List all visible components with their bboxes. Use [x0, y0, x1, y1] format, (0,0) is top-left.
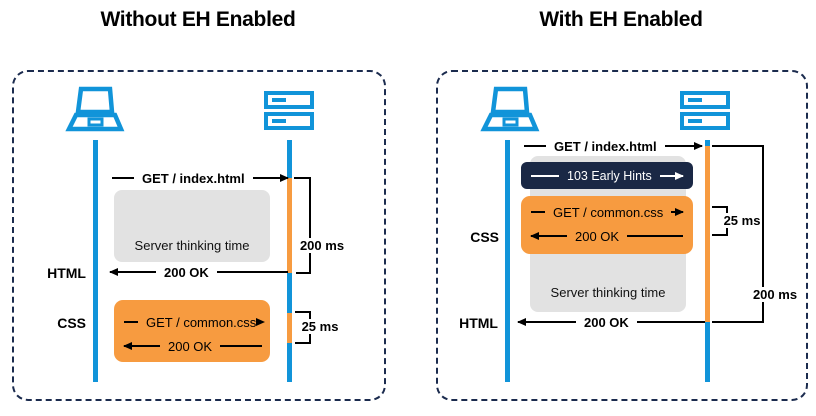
arrow-line	[524, 145, 546, 147]
html-label: HTML	[47, 265, 86, 281]
arrow-line	[627, 235, 683, 237]
server-busy-segment-css	[287, 313, 292, 343]
arrowhead-right-icon	[671, 211, 683, 213]
client-lifeline	[93, 140, 98, 382]
bracket-tick	[294, 177, 311, 179]
message-arrow-get-css: GET / common.css	[124, 314, 262, 330]
arrow-line	[531, 174, 559, 177]
bracket-bar	[762, 145, 764, 323]
message-label: GET / common.css	[146, 314, 257, 330]
bracket-tick	[295, 311, 311, 313]
arrow-line	[531, 211, 545, 213]
message-label: GET / index.html	[142, 170, 245, 186]
arrowhead-right-icon	[659, 174, 683, 177]
message-arrow-get-css: GET / common.css	[531, 204, 683, 220]
early-hints-label: 103 Early Hints	[567, 168, 652, 183]
message-arrow-200ok-html: 200 OK	[110, 264, 288, 280]
arrow-line	[112, 177, 134, 179]
timing-label-200ms: 200 ms	[297, 238, 347, 253]
arrowhead-left-icon	[124, 345, 160, 347]
panel-frame-without-eh	[12, 70, 386, 401]
panel-title-with-eh: With EH Enabled	[539, 8, 703, 31]
server-busy-segment	[705, 146, 710, 322]
css-exchange-box	[521, 196, 693, 254]
arrowhead-right-icon	[252, 177, 288, 179]
bracket-bar	[309, 177, 311, 274]
panel-frame-with-eh	[436, 70, 808, 401]
early-hints-box: 103 Early Hints	[521, 162, 693, 189]
laptop-icon	[65, 86, 125, 132]
arrowhead-left-icon	[518, 321, 576, 323]
arrowhead-left-icon	[531, 235, 567, 237]
bracket-tick	[712, 206, 728, 208]
message-label: 200 OK	[584, 314, 629, 330]
bracket-tick	[712, 321, 764, 323]
css-label: CSS	[57, 315, 86, 331]
message-label: GET / index.html	[554, 138, 657, 154]
arrowhead-right-icon	[664, 145, 702, 147]
client-lifeline	[505, 140, 510, 382]
message-arrow-get-index: GET / index.html	[112, 170, 288, 186]
server-thinking-label: Server thinking time	[134, 238, 250, 253]
server-icon	[264, 91, 314, 130]
arrow-line	[220, 345, 262, 347]
message-arrow-200ok-html: 200 OK	[518, 314, 705, 330]
panel-title-without-eh: Without EH Enabled	[100, 8, 296, 31]
css-label: CSS	[470, 229, 499, 245]
message-label: GET / common.css	[553, 204, 664, 220]
arrow-line	[636, 321, 705, 323]
timing-label-25ms: 25 ms	[719, 213, 765, 228]
timing-label-25ms: 25 ms	[298, 319, 342, 334]
timing-label-200ms: 200 ms	[748, 287, 802, 302]
html-label: HTML	[459, 315, 498, 331]
server-busy-segment-html	[287, 178, 292, 273]
message-arrow-200ok-css: 200 OK	[531, 228, 683, 244]
server-thinking-box: Server thinking time	[114, 190, 270, 262]
message-label: 200 OK	[168, 338, 213, 354]
message-arrow-200ok-css: 200 OK	[124, 338, 262, 354]
bracket-tick	[295, 342, 311, 344]
laptop-icon	[480, 86, 540, 132]
server-icon	[680, 91, 730, 130]
bracket-tick	[296, 272, 311, 274]
bracket-tick	[712, 145, 764, 147]
message-label: 200 OK	[164, 264, 209, 280]
message-label: 200 OK	[575, 228, 620, 244]
bracket-tick	[712, 234, 728, 236]
css-exchange-box	[114, 300, 270, 362]
arrow-line	[124, 321, 138, 323]
message-arrow-get-index: GET / index.html	[524, 138, 702, 154]
arrow-line	[216, 271, 288, 273]
arrowhead-left-icon	[110, 271, 156, 273]
server-thinking-label: Server thinking time	[550, 285, 666, 300]
